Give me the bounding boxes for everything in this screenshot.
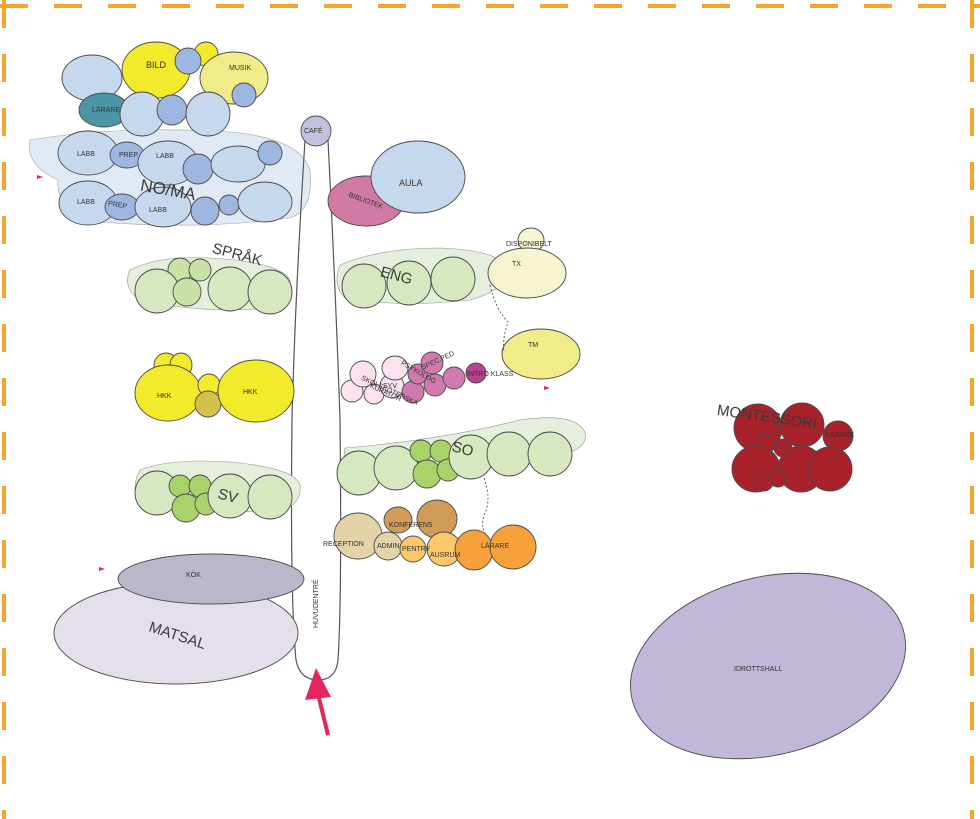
reception-room [333, 512, 383, 560]
room-bubble [231, 82, 257, 108]
room-bubble [349, 360, 377, 388]
room-bubble [412, 459, 442, 489]
room-bubble [218, 194, 240, 216]
disponibelt-label: DISPONIBELT [506, 241, 552, 248]
room-bubble [190, 196, 220, 226]
aula-label: AULA [399, 178, 423, 188]
labb-room-4 [134, 186, 192, 228]
room-bubble [172, 277, 202, 307]
syv-label: SYV [383, 383, 397, 390]
pentry-room [399, 535, 427, 563]
room-bubble [247, 269, 293, 315]
marker-triangle [99, 567, 105, 571]
room-bubble [768, 468, 788, 488]
prep-label-2: PREP [107, 200, 127, 210]
hkk-label-2: HKK [243, 389, 258, 396]
so-larare-connector [482, 477, 489, 539]
hkk-room-2 [217, 359, 295, 423]
room-bubble [442, 366, 466, 390]
musik-label: MUSIK [229, 65, 252, 72]
konferens-label: KONFERENS [389, 522, 433, 529]
room-bubble [207, 266, 253, 312]
room-bubble [454, 529, 494, 571]
room-bubble [210, 145, 266, 183]
aula-room [370, 140, 466, 214]
tx-tm-connector [489, 284, 509, 353]
room-bubble [527, 431, 573, 477]
prep-label-1: PREP [119, 152, 138, 159]
room-bubble [381, 355, 409, 381]
pentry-label: PENTRY [402, 546, 431, 553]
labb-label-4: LABB [149, 207, 167, 214]
labb-label-3: LABB [77, 199, 95, 206]
konferens-room [383, 506, 413, 534]
room-bubble [174, 47, 202, 75]
room-bubble [409, 439, 433, 463]
kok-label: KÖK [186, 571, 201, 579]
admin-label: ADMIN [377, 543, 400, 550]
introklass-room [465, 362, 487, 384]
room-bubble [341, 263, 387, 309]
marker-triangle [544, 386, 550, 390]
marker-triangle [37, 175, 43, 179]
room-bubble [188, 258, 212, 282]
labb-label-1: LABB [77, 151, 95, 158]
sv-heading: SV [216, 485, 240, 507]
idrottshall-room [630, 572, 906, 760]
room-bubble [156, 94, 188, 126]
huvudentre-label: HUVUDENTRÉ [311, 579, 320, 628]
tm-room [501, 328, 581, 380]
ausrum-label: AUSRUM [430, 552, 461, 559]
room-bubble [807, 446, 853, 492]
room-bubble [416, 499, 458, 539]
room-bubble [257, 140, 283, 166]
reception-label: RECEPTION [323, 541, 364, 548]
bild-label: BILD [146, 60, 167, 70]
room-bubble [194, 390, 222, 418]
entrance-arrow [305, 668, 331, 736]
tx-room [487, 247, 567, 299]
larare-room-bottom [489, 524, 537, 570]
room-bubble [237, 181, 293, 223]
idrottshall-label: IDROTTSHALL [734, 666, 782, 673]
kok-room [117, 553, 305, 605]
introklass-label: INTRO KLASS [467, 371, 514, 378]
labb-label-2: LABB [156, 153, 174, 160]
room-bubble [247, 474, 293, 520]
room-bubble [185, 91, 231, 137]
larare-label-montessori: LÄRARE [826, 431, 854, 439]
room-bubble [430, 256, 476, 302]
so-heading: SO [450, 438, 475, 460]
larare-label-top: LÄRARE [92, 106, 120, 114]
hkk-label-1: HKK [157, 393, 172, 400]
room-bubble [182, 153, 214, 185]
room-bubble [134, 268, 180, 314]
cafe-label: CAFÉ [304, 126, 323, 135]
room-bubble [486, 431, 532, 477]
tm-label: TM [528, 342, 538, 349]
tx-label: TX [512, 261, 521, 268]
larare-label-bottom: LÄRARE [481, 542, 509, 550]
cafe-room [300, 115, 332, 147]
